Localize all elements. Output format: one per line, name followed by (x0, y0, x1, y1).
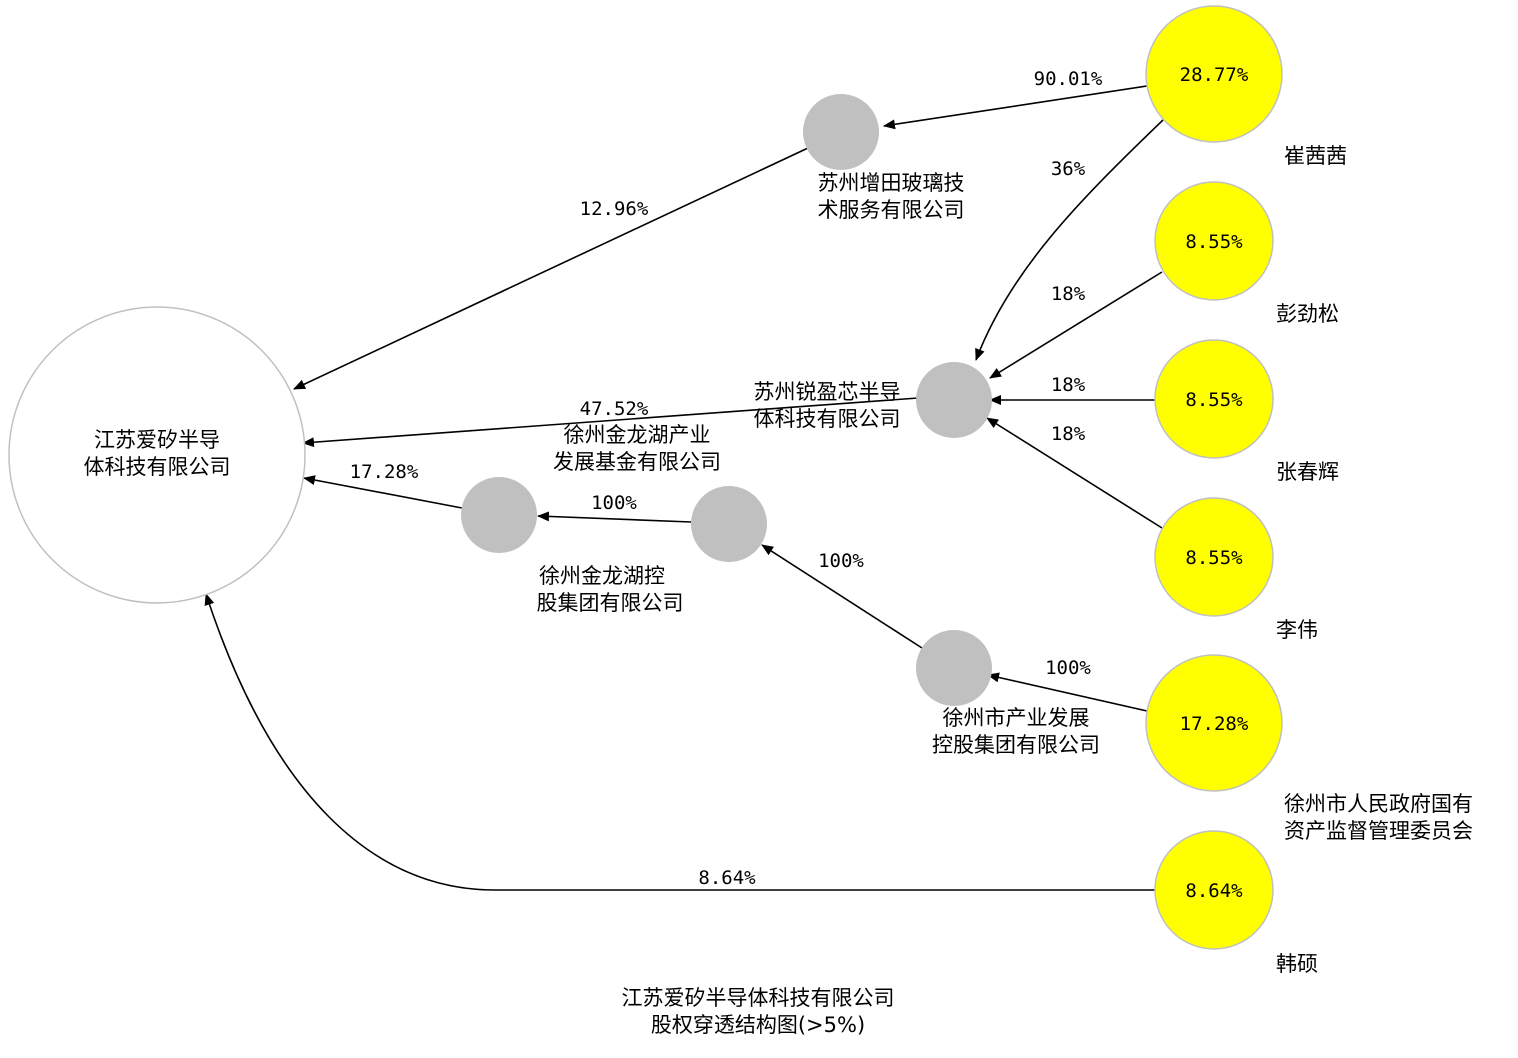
edge-label-zengtian-target: 12.96% (580, 198, 649, 220)
edge-label-cui-zengtian: 90.01% (1034, 68, 1103, 90)
edge-label-industry-group: 100% (818, 550, 864, 572)
person-pct-sasac: 17.28% (1180, 713, 1249, 735)
company-node-jinlonghu-group[interactable]: 徐州金龙湖控 股集团有限公司 (537, 486, 768, 615)
edge-label-cui-ruiying: 36% (1051, 158, 1086, 180)
diagram-title-line2: 股权穿透结构图(>5%) (651, 1013, 865, 1037)
company-node-ruiying[interactable]: 苏州锐盈芯半导 体科技有限公司 (754, 362, 993, 438)
target-company-label-line2: 体科技有限公司 (84, 455, 231, 479)
company-label-ruiying-line1: 苏州锐盈芯半导 (754, 380, 901, 404)
edge-cui-zengtian (883, 85, 1148, 130)
company-label-industry-line1: 徐州市产业发展 (943, 706, 1090, 730)
edge-label-li-ruiying: 18% (1051, 423, 1086, 445)
person-name-cui: 崔茜茜 (1284, 144, 1347, 168)
edge-label-zhang-ruiying: 18% (1051, 374, 1086, 396)
person-pct-peng: 8.55% (1185, 231, 1243, 253)
edge-label-peng-ruiying: 18% (1051, 283, 1086, 305)
company-label-industry-line2: 控股集团有限公司 (932, 733, 1100, 757)
company-node-jinlonghu-fund[interactable]: 徐州金龙湖产业 发展基金有限公司 (461, 423, 721, 553)
person-node-peng[interactable]: 8.55% 彭劲松 (1154, 181, 1339, 326)
edge-li-ruiying (986, 417, 1163, 529)
edge-industry-group (761, 544, 923, 649)
company-label-zengtian-line2: 术服务有限公司 (818, 198, 965, 222)
edge-zengtian-target (293, 147, 809, 390)
edge-fund-target (303, 475, 463, 509)
person-name-sasac-line2: 资产监督管理委员会 (1284, 819, 1473, 843)
edge-ruiying-target (302, 397, 919, 448)
person-pct-li: 8.55% (1185, 547, 1243, 569)
person-pct-zhang: 8.55% (1185, 389, 1243, 411)
target-company-label-line1: 江苏爱矽半导 (94, 428, 220, 452)
company-label-group-line2: 股集团有限公司 (537, 591, 684, 615)
company-node-xuzhou-industry[interactable]: 徐州市产业发展 控股集团有限公司 (916, 630, 1100, 757)
person-node-cui[interactable]: 28.77% 崔茜茜 (1145, 5, 1347, 168)
person-node-zhang[interactable]: 8.55% 张春辉 (1154, 339, 1339, 484)
edge-cui-ruiying (975, 119, 1164, 361)
person-pct-han: 8.64% (1185, 880, 1243, 902)
person-name-li: 李伟 (1276, 618, 1318, 642)
person-name-zhang: 张春辉 (1276, 460, 1339, 484)
edge-label-ruiying-target: 47.52% (580, 398, 649, 420)
diagram-title-line1: 江苏爱矽半导体科技有限公司 (622, 986, 895, 1010)
person-pct-cui: 28.77% (1180, 64, 1249, 86)
person-node-sasac[interactable]: 17.28% 徐州市人民政府国有 资产监督管理委员会 (1145, 654, 1473, 843)
person-node-han[interactable]: 8.64% 韩硕 (1154, 830, 1318, 976)
person-name-peng: 彭劲松 (1276, 302, 1339, 326)
edge-label-group-fund: 100% (591, 492, 637, 514)
edge-peng-ruiying (989, 271, 1163, 379)
person-name-sasac-line1: 徐州市人民政府国有 (1284, 792, 1473, 816)
edge-sasac-industry (987, 672, 1148, 712)
company-label-fund-line1: 徐州金龙湖产业 (564, 423, 711, 447)
company-node-zengtian[interactable]: 苏州增田玻璃技 术服务有限公司 (803, 94, 965, 222)
person-node-li[interactable]: 8.55% 李伟 (1154, 497, 1318, 642)
company-label-ruiying-line2: 体科技有限公司 (754, 407, 901, 431)
company-label-zengtian-line1: 苏州增田玻璃技 (818, 171, 965, 195)
edge-label-han-target: 8.64% (698, 867, 756, 889)
edge-group-fund (537, 511, 692, 523)
target-company-node[interactable]: 江苏爱矽半导 体科技有限公司 (8, 306, 306, 604)
edge-label-fund-target: 17.28% (350, 461, 419, 483)
person-name-han: 韩硕 (1276, 952, 1318, 976)
company-label-group-line1: 徐州金龙湖控 (539, 564, 665, 588)
edge-label-sasac-industry: 100% (1045, 657, 1091, 679)
edge-han-target (204, 593, 1155, 891)
company-label-fund-line2: 发展基金有限公司 (553, 450, 721, 474)
